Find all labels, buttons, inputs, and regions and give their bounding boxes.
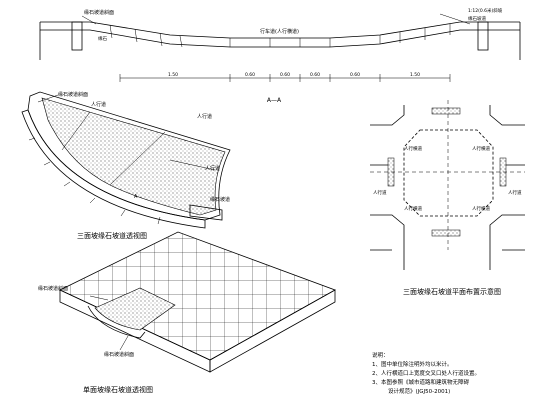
plan-label-2: 人行横道 bbox=[472, 145, 490, 152]
intersection-area bbox=[403, 129, 494, 217]
single-perspective: 缘石坡道斜面 缘石坡道斜面 单面坡缘石坡道透视图 bbox=[38, 231, 336, 394]
grid-surface bbox=[59, 231, 336, 361]
single-ramp-edge bbox=[87, 305, 146, 339]
plan-title: 三面坡缘石坡道平面布置示意图 bbox=[403, 287, 501, 296]
three-way-perspective: 缘石坡道斜面 人行道 人行道 人行道 缘石坡道 A 三面坡缘石坡道透视图 bbox=[21, 91, 231, 240]
label-walk-3: 人行道 bbox=[205, 165, 220, 172]
note-item-3: 3、本图参照《城市道路和建筑物无障碍 bbox=[372, 380, 470, 386]
corner-br bbox=[489, 214, 525, 270]
label-walk-1: 人行道 bbox=[91, 101, 106, 108]
kerb-cap bbox=[189, 204, 223, 221]
label-top-left: 缘石坡道斜面 bbox=[84, 9, 114, 16]
right-kerb-block bbox=[477, 21, 489, 51]
label-single-bottom: 缘石坡道斜面 bbox=[104, 351, 134, 358]
dimension-ticks bbox=[119, 74, 451, 82]
ramp-surface bbox=[41, 97, 226, 216]
left-kerb-block bbox=[71, 21, 83, 51]
dim-label-3: 0.60 bbox=[280, 72, 290, 78]
section-aa-top-line bbox=[40, 21, 520, 39]
plan-label-4: 人行横道 bbox=[472, 205, 490, 212]
leader-kerb-top bbox=[37, 94, 59, 103]
label-top-right: 1:12(0.6米)斜坡 bbox=[468, 7, 503, 14]
dim-label-1: 1.50 bbox=[168, 72, 178, 78]
dim-label-2: 0.60 bbox=[245, 72, 255, 78]
dim-label-6: 1.50 bbox=[410, 72, 420, 78]
label-single-top: 缘石坡道斜面 bbox=[38, 285, 68, 292]
note-item-4: 设计规范》(JGJ50-2001) bbox=[388, 389, 451, 395]
dim-label-4: 0.60 bbox=[310, 72, 320, 78]
section-aa-bottom-line bbox=[40, 29, 520, 48]
plan-label-3: 人行横道 bbox=[404, 205, 422, 212]
single-ramp bbox=[94, 287, 176, 331]
label-walk-2: 人行道 bbox=[197, 113, 212, 120]
label-kerb-right: 缘石坡道 bbox=[210, 196, 230, 203]
label-kerb: 缘石 bbox=[98, 35, 107, 42]
label-center: 行车道(人行横道) bbox=[260, 28, 299, 35]
ramp-joints bbox=[61, 111, 216, 186]
leader-top-left bbox=[81, 15, 97, 25]
kerb-stones bbox=[28, 137, 161, 225]
section-mark: A—A bbox=[267, 97, 282, 104]
side-face-right bbox=[209, 289, 336, 373]
section-aa-joints bbox=[109, 24, 451, 48]
corner-tl bbox=[370, 105, 405, 166]
section-aa: 1.50 0.60 0.60 0.60 0.60 1.50 缘石坡道斜面 缘石 … bbox=[39, 7, 521, 104]
leader-top-right bbox=[439, 13, 471, 25]
three-way-title: 三面坡缘石坡道透视图 bbox=[77, 231, 147, 240]
notes-block: 说明： 1、图中单位除注明外均以米计。 2、人行横道口上宽度交叉口处人行道设置。… bbox=[372, 352, 552, 397]
plan-label-5: 人行道 bbox=[373, 189, 387, 196]
label-kerb-top: 缘石坡道斜面 bbox=[58, 91, 88, 98]
note-item-1: 1、图中单位除注明外均以米计。 bbox=[372, 362, 453, 368]
notes-heading: 说明： bbox=[372, 353, 389, 359]
center-lines bbox=[370, 100, 525, 250]
label-top-right-2: 缘石坡道 bbox=[468, 15, 486, 22]
plan-layout: 人行横道 人行横道 人行横道 人行横道 人行道 人行道 三面坡缘石坡道平面布置示… bbox=[370, 100, 525, 296]
plan-label-1: 人行横道 bbox=[404, 145, 422, 152]
label-aside: A bbox=[134, 194, 138, 200]
corner-bl bbox=[370, 214, 405, 270]
dim-label-5: 0.60 bbox=[350, 72, 360, 78]
kerb-band bbox=[21, 109, 206, 229]
note-item-2: 2、人行横道口上宽度交叉口处人行道设置。 bbox=[372, 371, 481, 377]
single-title: 单面坡缘石坡道透视图 bbox=[83, 385, 153, 394]
corner-tr bbox=[489, 105, 525, 166]
leader-single-top bbox=[89, 295, 109, 301]
plan-label-6: 人行道 bbox=[508, 189, 522, 196]
leader-single-bottom bbox=[119, 335, 129, 351]
